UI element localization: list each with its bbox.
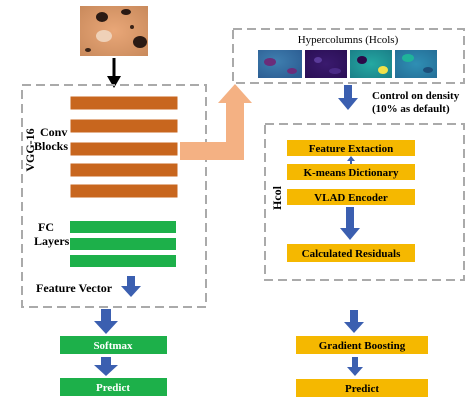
softmax-label: Softmax xyxy=(93,340,133,352)
hypercolumn-map-2 xyxy=(305,50,347,78)
kmeans-dictionary-box xyxy=(287,164,415,180)
conv-blocks xyxy=(69,95,179,199)
hcol-to-boosting-arrow xyxy=(344,310,364,333)
fc-layers xyxy=(70,221,176,267)
fc-layer-1 xyxy=(70,221,176,233)
vlad-to-residuals-arrow xyxy=(340,207,360,240)
softmax-to-predict-arrow xyxy=(94,357,118,376)
hypercolumn-maps xyxy=(258,50,437,78)
hcol-label: Hcol xyxy=(270,185,284,210)
conv-blocks-label-line1: Conv xyxy=(40,125,67,139)
hypercolumn-extraction-arrow xyxy=(180,84,252,160)
vlad-encoder-box xyxy=(287,189,415,205)
vgg16-group xyxy=(21,84,207,308)
feature-vector-label: Feature Vector xyxy=(36,281,113,295)
boosting-to-predict-arrow xyxy=(347,357,363,376)
input-arrow xyxy=(107,58,121,88)
conv-block-5 xyxy=(69,183,179,199)
left-predict-label: Predict xyxy=(96,382,130,394)
fc-layer-2 xyxy=(70,238,176,250)
calculated-residuals-box xyxy=(287,244,415,262)
hypercolumn-map-3 xyxy=(350,50,392,78)
input-micrograph xyxy=(80,6,148,56)
conv-block-2 xyxy=(69,118,179,134)
hypercolumn-map-4 xyxy=(395,50,437,78)
feature-extraction-label: Feature Extaction xyxy=(309,143,393,155)
conv-block-1 xyxy=(69,95,179,111)
conv-block-4 xyxy=(69,162,179,178)
conv-blocks-label-line2: Blocks xyxy=(34,139,68,153)
density-arrow xyxy=(338,85,358,110)
density-note-line1: Control on density xyxy=(372,90,460,102)
feature-extraction-box xyxy=(287,140,415,156)
right-predict-box xyxy=(296,379,428,397)
calculated-residuals-label: Calculated Residuals xyxy=(302,248,401,260)
fc-layers-label-line1: FC xyxy=(38,220,54,234)
vgg16-label: VGG-16 xyxy=(23,128,37,171)
left-predict-box xyxy=(60,378,167,396)
gradient-boosting-label: Gradient Boosting xyxy=(319,340,406,352)
hypercolumns-group xyxy=(232,28,465,84)
vlad-encoder-label: VLAD Encoder xyxy=(314,192,388,204)
hypercolumn-map-1 xyxy=(258,50,302,78)
right-predict-label: Predict xyxy=(345,383,379,395)
fc-layer-3 xyxy=(70,255,176,267)
fc-layers-label-line2: Layers xyxy=(34,234,70,248)
gradient-boosting-box xyxy=(296,336,428,354)
density-note-line2: (10% as default) xyxy=(372,103,450,115)
kmeans-dictionary-label: K-means Dictionary xyxy=(303,167,399,179)
hypercolumns-title: Hypercolumns (Hcols) xyxy=(298,34,399,46)
softmax-box xyxy=(60,336,167,354)
hcol-group xyxy=(264,123,465,281)
vgg-to-softmax-arrow xyxy=(94,309,118,334)
conv-block-3 xyxy=(69,141,179,157)
feature-vector-arrow xyxy=(121,276,141,297)
